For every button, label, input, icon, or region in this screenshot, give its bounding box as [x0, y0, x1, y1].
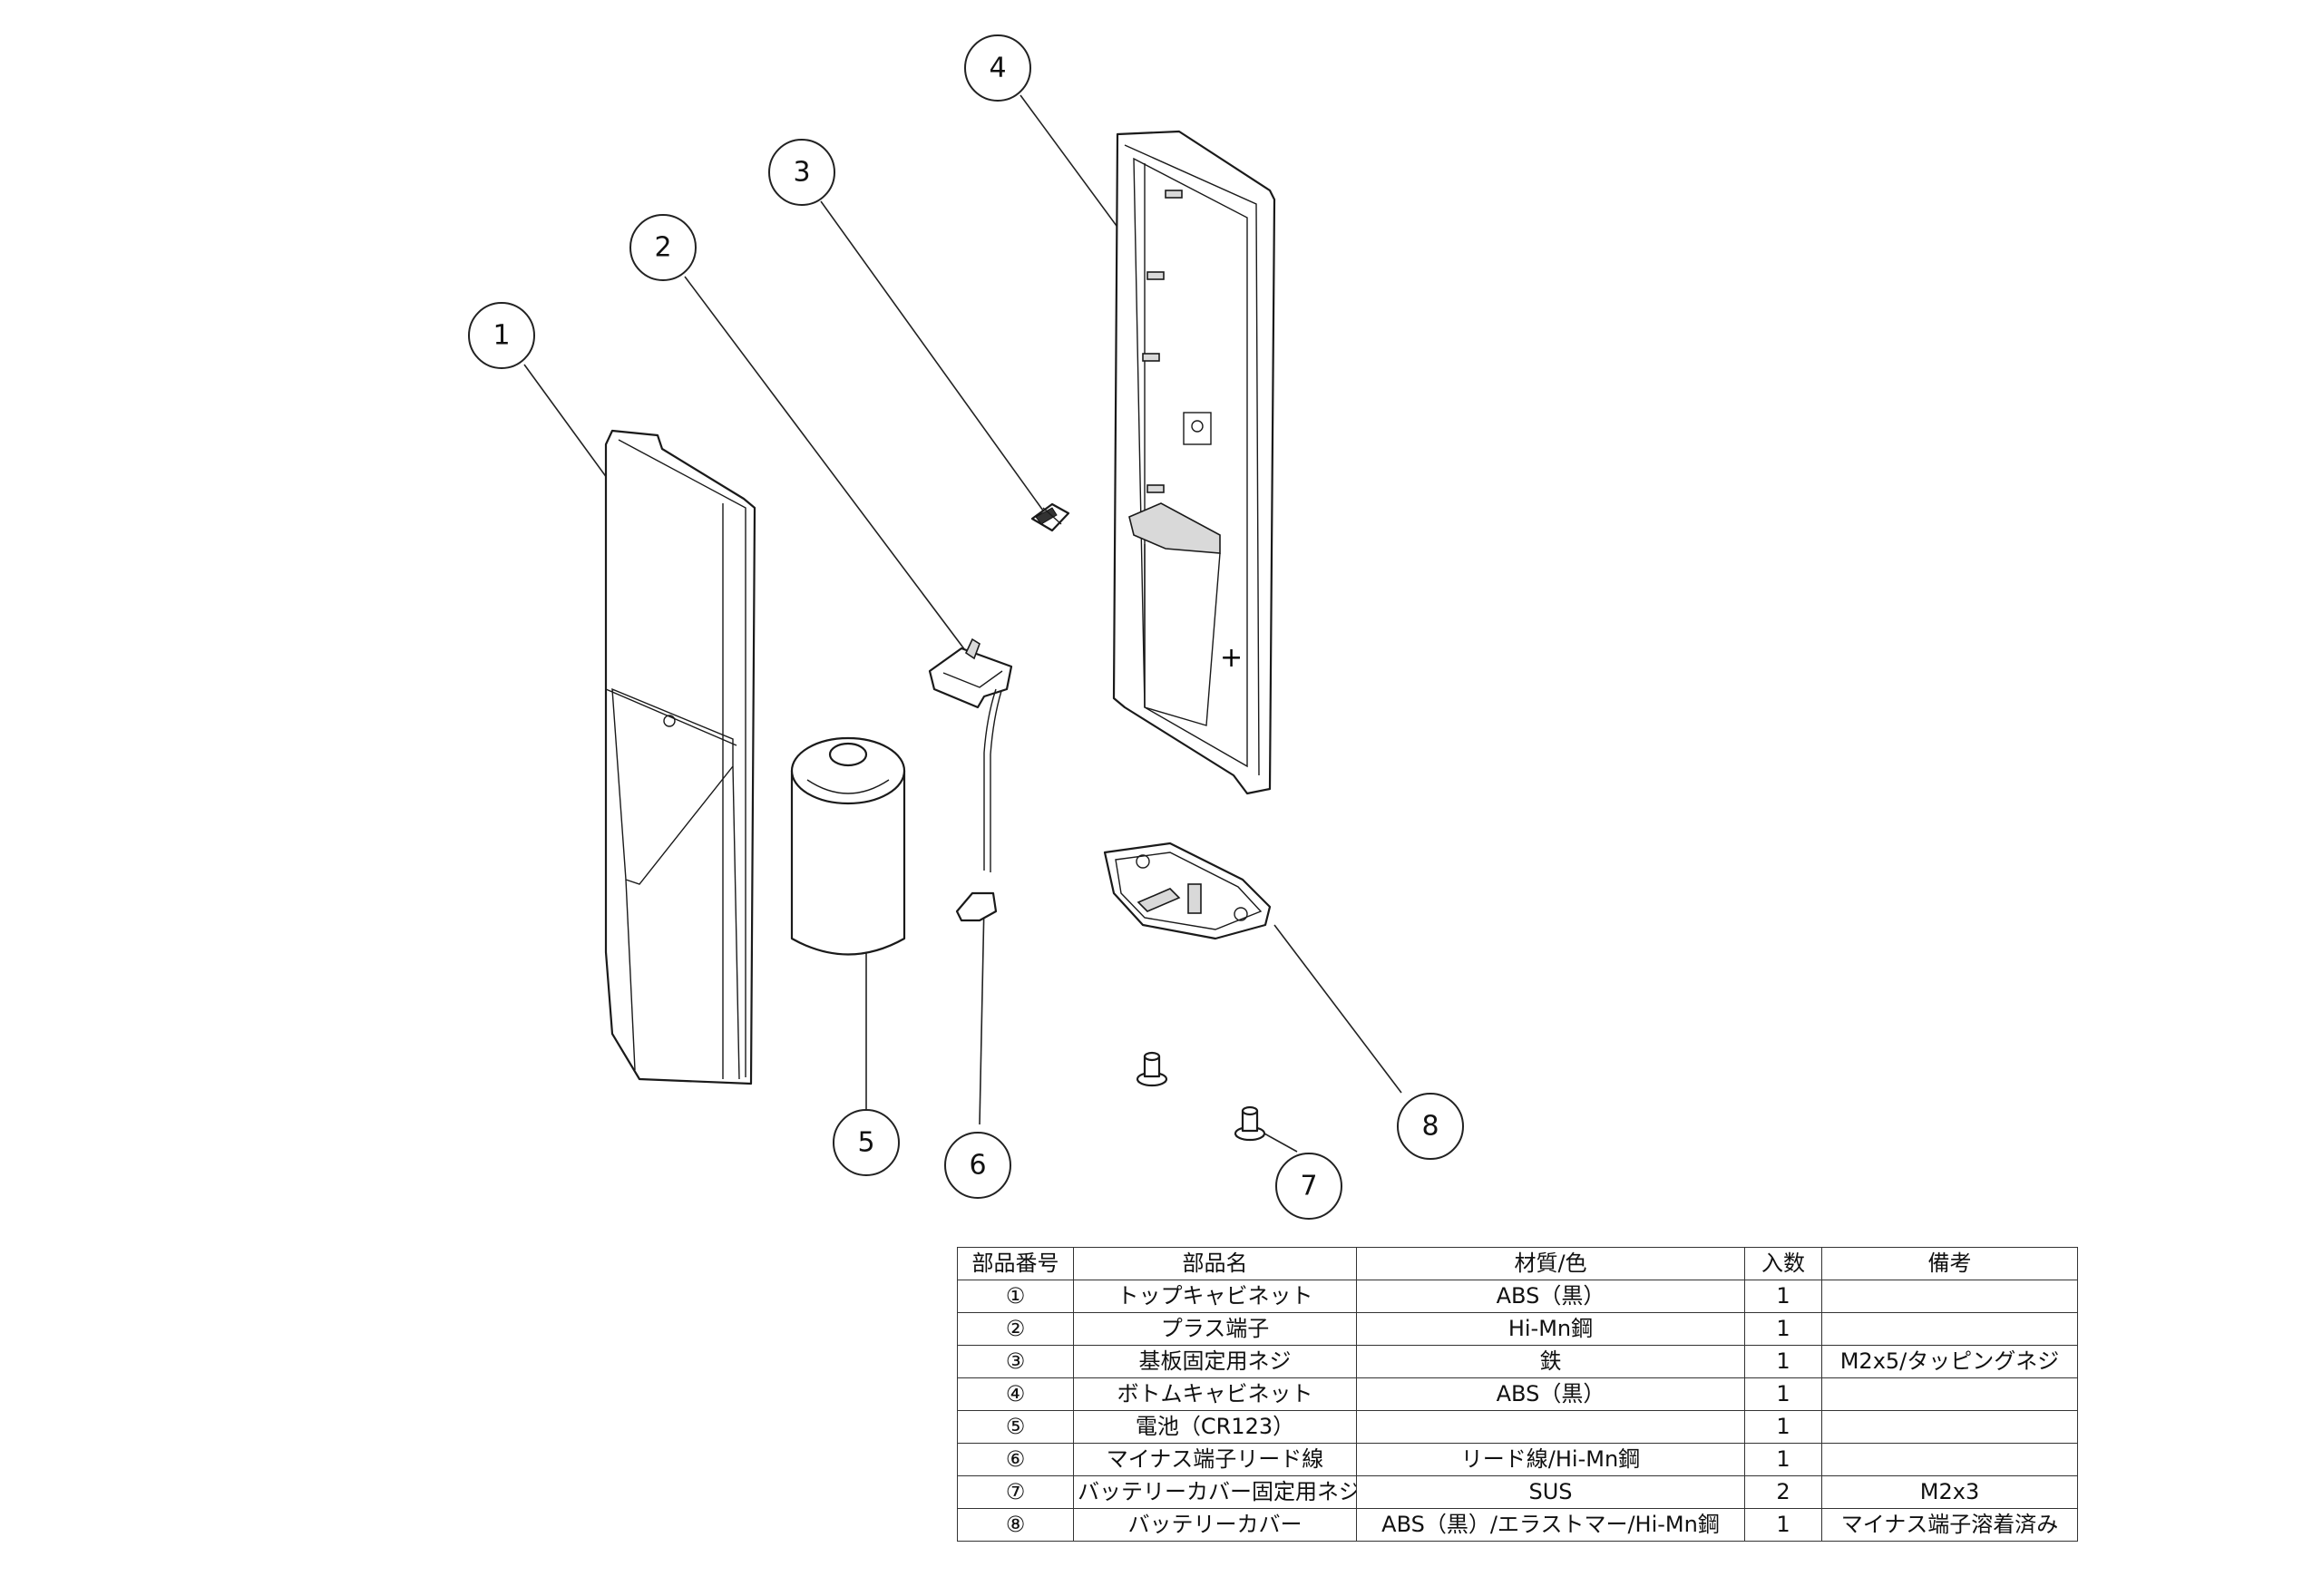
cell-material: ABS（黒）/エラストマー/Hi-Mn鋼 [1356, 1508, 1745, 1542]
callout-4: 4 [964, 34, 1031, 102]
cell-qty: 1 [1744, 1312, 1822, 1346]
svg-text:+: + [1220, 642, 1243, 674]
cell-number: ② [957, 1312, 1074, 1346]
cell-name: 電池（CR123） [1073, 1410, 1357, 1444]
cell-material [1356, 1410, 1745, 1444]
callout-5: 5 [833, 1109, 900, 1176]
part-lead-wire [955, 688, 1002, 922]
cell-note [1821, 1377, 2078, 1411]
svg-text:6: 6 [969, 1150, 986, 1182]
svg-text:3: 3 [793, 157, 810, 189]
table-row: ① トップキャビネット ABS（黒） 1 [957, 1280, 2078, 1313]
cell-note [1821, 1443, 2078, 1476]
header-part-number: 部品番号 [957, 1247, 1074, 1280]
cell-number: ⑤ [957, 1410, 1074, 1444]
cell-number: ③ [957, 1345, 1074, 1378]
cell-qty: 1 [1744, 1280, 1822, 1313]
table-row: ⑤ 電池（CR123） 1 [957, 1410, 2078, 1444]
table-row: ② プラス端子 Hi-Mn鋼 1 [957, 1312, 2078, 1346]
part-top-cabinet [604, 429, 756, 1085]
cell-note: マイナス端子溶着済み [1821, 1508, 2078, 1542]
cell-material: SUS [1356, 1475, 1745, 1509]
cell-qty: 2 [1744, 1475, 1822, 1509]
cell-number: ⑧ [957, 1508, 1074, 1542]
part-battery [790, 736, 906, 956]
part-cover-screws [1136, 1051, 1266, 1142]
cell-number: ⑦ [957, 1475, 1074, 1509]
svg-text:8: 8 [1421, 1111, 1439, 1143]
table-row: ③ 基板固定用ネジ 鉄 1 M2x5/タッピングネジ [957, 1345, 2078, 1378]
callout-6: 6 [944, 1132, 1011, 1199]
svg-text:5: 5 [857, 1127, 874, 1159]
cell-note [1821, 1280, 2078, 1313]
callout-3: 3 [768, 139, 835, 206]
cell-note [1821, 1312, 2078, 1346]
cell-qty: 1 [1744, 1345, 1822, 1378]
cell-material: ABS（黒） [1356, 1377, 1745, 1411]
callout-8: 8 [1397, 1093, 1464, 1160]
part-screw [1030, 502, 1070, 532]
cell-note: M2x5/タッピングネジ [1821, 1345, 2078, 1378]
table-row: ⑧ バッテリーカバー ABS（黒）/エラストマー/Hi-Mn鋼 1 マイナス端子… [957, 1508, 2078, 1542]
svg-text:1: 1 [493, 320, 510, 352]
cell-name: ボトムキャビネット [1073, 1377, 1357, 1411]
header-material: 材質/色 [1356, 1247, 1745, 1280]
cell-name: マイナス端子リード線 [1073, 1443, 1357, 1476]
cell-qty: 1 [1744, 1508, 1822, 1542]
cell-number: ① [957, 1280, 1074, 1313]
header-part-name: 部品名 [1073, 1247, 1357, 1280]
cell-note [1821, 1410, 2078, 1444]
header-quantity: 入数 [1744, 1247, 1822, 1280]
cell-material: Hi-Mn鋼 [1356, 1312, 1745, 1346]
cell-name: プラス端子 [1073, 1312, 1357, 1346]
svg-text:2: 2 [654, 232, 671, 264]
cell-material: ABS（黒） [1356, 1280, 1745, 1313]
cell-number: ⑥ [957, 1443, 1074, 1476]
cell-number: ④ [957, 1377, 1074, 1411]
cell-qty: 1 [1744, 1377, 1822, 1411]
callout-2: 2 [629, 214, 697, 281]
table-row: ④ ボトムキャビネット ABS（黒） 1 [957, 1377, 2078, 1411]
svg-text:7: 7 [1300, 1171, 1317, 1202]
cell-qty: 1 [1744, 1410, 1822, 1444]
table-row: ⑥ マイナス端子リード線 リード線/Hi-Mn鋼 1 [957, 1443, 2078, 1476]
cell-name: 基板固定用ネジ [1073, 1345, 1357, 1378]
cell-note: M2x3 [1821, 1475, 2078, 1509]
cell-material: リード線/Hi-Mn鋼 [1356, 1443, 1745, 1476]
cell-name: トップキャビネット [1073, 1280, 1357, 1313]
cell-material: 鉄 [1356, 1345, 1745, 1378]
cell-qty: 1 [1744, 1443, 1822, 1476]
parts-list-table: 部品番号 部品名 材質/色 入数 備考 ① トップキャビネット ABS（黒） 1… [957, 1247, 2078, 1542]
header-remarks: 備考 [1821, 1247, 2078, 1280]
svg-text:4: 4 [989, 53, 1006, 84]
part-bottom-cabinet: + [1112, 130, 1276, 795]
cell-name: バッテリーカバー固定用ネジ [1073, 1475, 1357, 1509]
table-header-row: 部品番号 部品名 材質/色 入数 備考 [957, 1247, 2078, 1280]
part-plus-terminal [928, 637, 1013, 709]
callout-7: 7 [1275, 1153, 1342, 1220]
table-row: ⑦ バッテリーカバー固定用ネジ SUS 2 M2x3 [957, 1475, 2078, 1509]
cell-name: バッテリーカバー [1073, 1508, 1357, 1542]
callout-1: 1 [468, 302, 535, 369]
part-battery-cover [1103, 842, 1272, 940]
